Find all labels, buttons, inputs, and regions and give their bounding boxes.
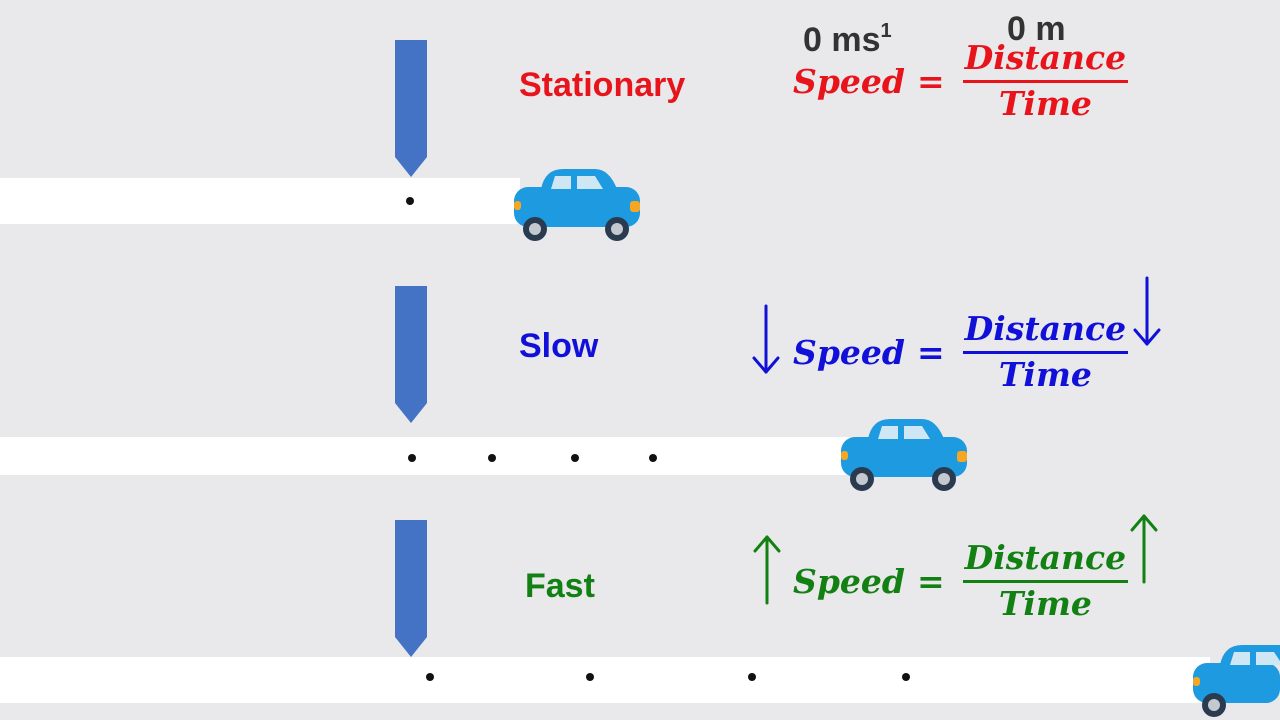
position-dot [571, 454, 579, 462]
formula-denominator: Time [998, 354, 1092, 394]
formula-numerator: Distance [962, 540, 1129, 583]
speed-formula-slow: Speed = Distance Time [793, 311, 1129, 394]
start-marker-stationary [395, 40, 427, 177]
formula-denominator: Time [998, 583, 1092, 623]
up-arrow-icon [1130, 512, 1158, 584]
down-arrow-icon [752, 304, 780, 376]
speed-formula-fast: Speed = Distance Time [793, 540, 1129, 623]
position-dot [426, 673, 434, 681]
car-icon [511, 167, 643, 243]
position-dot [406, 197, 414, 205]
up-arrow-icon [753, 533, 781, 605]
formula-fraction: Distance Time [962, 540, 1129, 623]
formula-fraction: Distance Time [962, 40, 1129, 123]
position-dot [748, 673, 756, 681]
position-dot [488, 454, 496, 462]
distance-value: 0 m [1007, 10, 1066, 48]
position-dot [902, 673, 910, 681]
speed-value-superscript: 1 [880, 20, 892, 42]
formula-equals: = [916, 332, 945, 372]
start-marker-fast [395, 520, 427, 657]
position-dot [649, 454, 657, 462]
road-fast [0, 657, 1210, 703]
road-slow [0, 437, 850, 475]
car-icon [838, 417, 970, 493]
formula-fraction: Distance Time [962, 311, 1129, 394]
formula-numerator: Distance [962, 311, 1129, 354]
car-icon [1190, 643, 1280, 720]
formula-numerator: Distance [962, 40, 1129, 83]
speed-formula-stationary: Speed = Distance Time [793, 40, 1129, 123]
formula-equals: = [916, 61, 945, 101]
road-stationary [0, 178, 520, 224]
formula-lhs: Speed [793, 61, 905, 101]
state-label-fast: Fast [525, 567, 595, 605]
position-dot [408, 454, 416, 462]
start-marker-slow [395, 286, 427, 423]
state-label-stationary: Stationary [519, 66, 686, 104]
formula-equals: = [916, 561, 945, 601]
state-label-slow: Slow [519, 327, 599, 365]
formula-lhs: Speed [793, 561, 905, 601]
speed-value-text: 0 ms [803, 21, 881, 59]
speed-value: 0 ms1 [803, 20, 892, 60]
position-dot [586, 673, 594, 681]
down-arrow-icon [1133, 276, 1161, 348]
formula-lhs: Speed [793, 332, 905, 372]
formula-denominator: Time [998, 83, 1092, 123]
